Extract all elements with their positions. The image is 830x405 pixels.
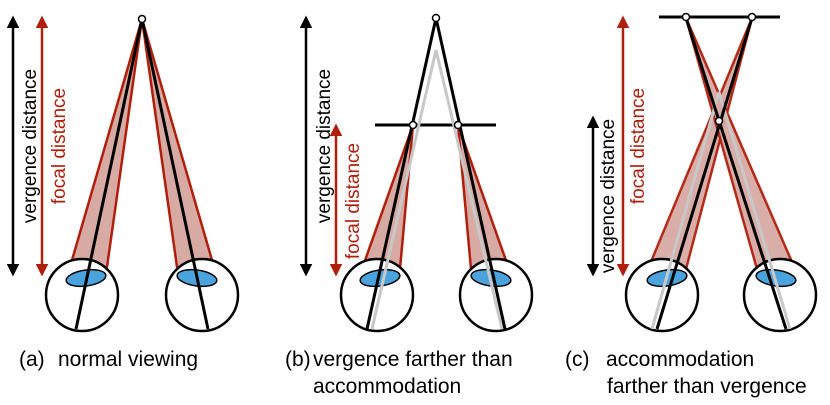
svg-text:(a) normal viewing: (a) normal viewing (19, 348, 198, 371)
focal-point-left (681, 12, 691, 22)
fixation-point (714, 116, 724, 126)
left-visual-axis (655, 17, 754, 330)
focal-distance-label: focal distance (49, 88, 70, 204)
left-visual-axis (74, 18, 144, 330)
focal-ray-right (717, 91, 792, 330)
vergence-distance-label: vergence distance (314, 69, 335, 223)
caption-c-line-1: accommodation (606, 348, 754, 371)
left-eye-cone (360, 123, 415, 271)
caption-c-line-2: farther than vergence (607, 375, 807, 398)
caption-c-tag: (c) (565, 348, 590, 371)
left-eye-cone (68, 17, 144, 269)
focal-ray-left (370, 49, 438, 330)
focal-point-left (408, 120, 418, 130)
svg-text:(b) vergence farther tha: (b) vergence farther than (285, 348, 513, 371)
focal-distance-label: focal distance (628, 88, 649, 204)
fixation-point (137, 14, 147, 24)
focal-distance-label: focal distance (343, 143, 364, 259)
svg-text:(c) accommodation: (c) accommodation (565, 348, 754, 371)
fixation-point (431, 13, 441, 23)
caption-a-line-1: normal viewing (58, 348, 198, 371)
right-visual-axis (140, 18, 210, 330)
focal-point-right (747, 12, 757, 22)
vergence-distance-label: vergence distance (20, 69, 41, 223)
panel-c: vergence distance focal distance (c) acc… (565, 12, 818, 398)
panel-a: vergence distance focal distance (a) nor… (6, 14, 240, 371)
right-visual-axis (434, 17, 507, 330)
focal-ray-left (650, 91, 721, 330)
left-visual-axis (365, 17, 438, 330)
right-eye-cone (140, 17, 216, 269)
caption-a-tag: (a) (19, 348, 45, 371)
focal-point-right (453, 120, 463, 130)
panel-b: vergence distance focal distance (b) ver… (285, 13, 534, 398)
caption-b-tag: (b) (285, 348, 311, 371)
caption-b-line-1: vergence farther than (313, 348, 513, 371)
caption-b-line-2: accommodation (313, 375, 461, 398)
focal-ray-right (434, 49, 504, 330)
vergence-distance-label: vergence distance (598, 119, 619, 273)
right-visual-axis (684, 17, 788, 330)
